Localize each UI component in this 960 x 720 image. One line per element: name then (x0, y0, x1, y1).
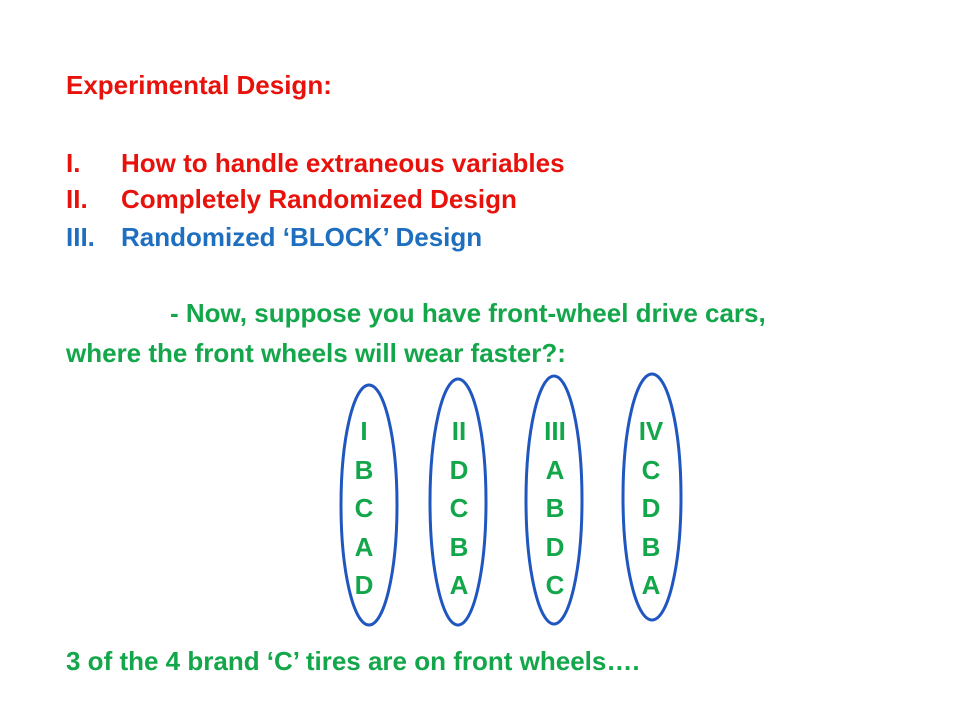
tire-label: A (449, 570, 469, 600)
outline-text: Completely Randomized Design (121, 184, 517, 214)
block-header: III (544, 416, 566, 446)
outline-item-2: II. Completely Randomized Design (66, 186, 517, 212)
ellipse-block-3 (524, 374, 584, 626)
paragraph-line-2: where the front wheels will wear faster?… (66, 338, 566, 368)
tire-label: B (354, 454, 374, 485)
block-header: I (360, 416, 368, 446)
outline-item-3: III. Randomized ‘BLOCK’ Design (66, 224, 482, 250)
tire-label: B (545, 493, 565, 523)
tire-label: D (545, 531, 565, 562)
outline-text: Randomized ‘BLOCK’ Design (121, 222, 483, 252)
slide-title: Experimental Design: (66, 70, 332, 100)
ellipse-block-2 (428, 377, 488, 627)
ellipse-block-4 (621, 372, 683, 622)
tire-label: C (545, 570, 565, 600)
block-column-2: II D C B A (429, 416, 489, 609)
outline-number: I. (66, 148, 81, 178)
tire-label: D (354, 570, 374, 600)
tire-label: A (545, 454, 565, 485)
block-header: II (451, 416, 467, 446)
tire-label: D (449, 454, 469, 485)
tire-label: A (641, 570, 661, 600)
outline-item-1: I. How to handle extraneous variables (66, 150, 565, 176)
tire-label: D (641, 493, 661, 523)
tire-label: B (449, 531, 469, 562)
tire-label: C (641, 454, 661, 485)
tire-label: B (641, 531, 661, 562)
outline-number: II. (66, 184, 88, 214)
outline-text: How to handle extraneous variables (121, 148, 565, 178)
block-header: IV (638, 416, 664, 446)
tire-label: A (354, 531, 374, 562)
paragraph-line-1: - Now, suppose you have front-wheel driv… (170, 298, 766, 328)
ellipse-block-1 (339, 383, 399, 627)
outline-number: III. (66, 222, 95, 252)
tire-label: C (449, 493, 469, 523)
block-column-3: III A B D C (525, 416, 585, 609)
tire-label: C (354, 493, 374, 523)
block-column-4: IV C D B A (621, 416, 681, 609)
conclusion-text: 3 of the 4 brand ‘C’ tires are on front … (66, 646, 640, 676)
block-column-1: I B C A D (334, 416, 394, 609)
